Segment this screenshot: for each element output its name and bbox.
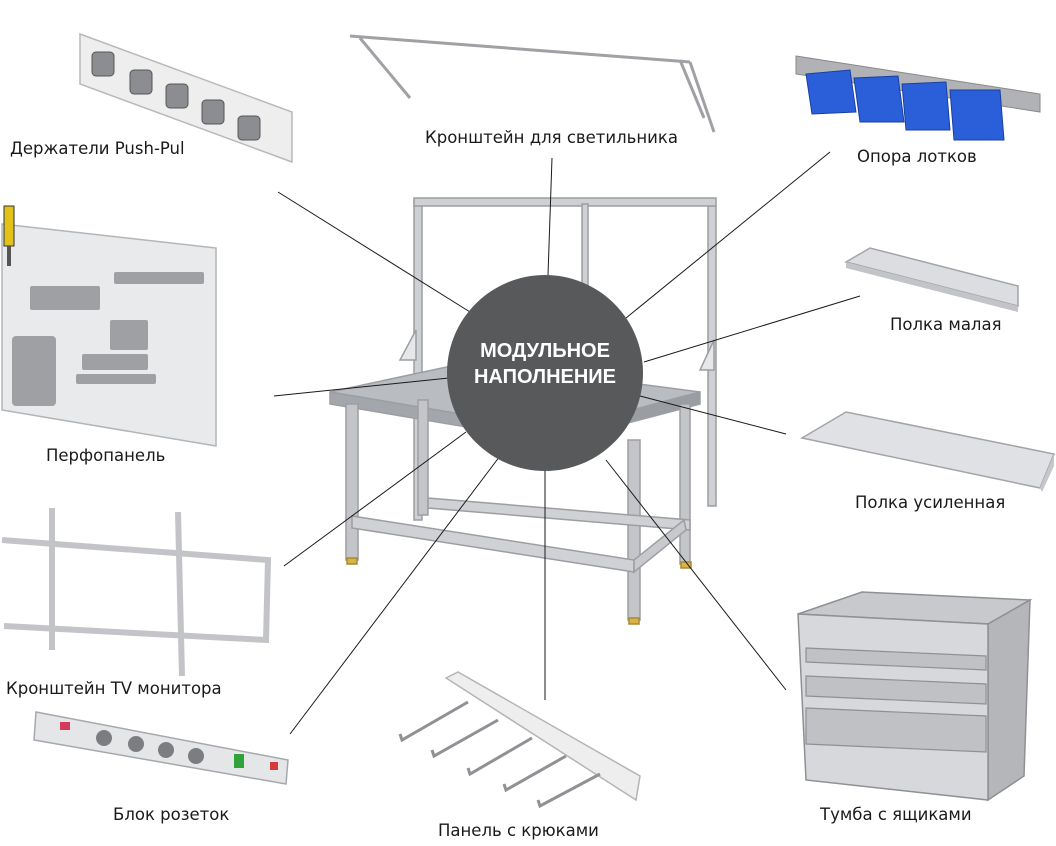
label-lamp-bracket: Кронштейн для светильника	[425, 128, 678, 147]
reinforced-shelf-illustration	[799, 411, 1056, 492]
label-power-strip: Блок розеток	[113, 805, 230, 824]
label-tv-monitor-bracket: Кронштейн TV монитора	[6, 679, 222, 698]
label-hook-panel: Панель с крюками	[438, 821, 599, 840]
label-small-shelf: Полка малая	[890, 315, 1002, 334]
center-circle	[447, 275, 643, 471]
hook-panel-illustration	[398, 671, 641, 809]
drawer-cabinet-illustration	[797, 591, 1033, 802]
perforated-panel-illustration	[1, 205, 217, 447]
label-tray-support: Опора лотков	[857, 147, 977, 166]
label-drawer-cabinet: Тумба с ящиками	[820, 805, 972, 824]
center-title: МОДУЛЬНОЕ НАПОЛНЕНИЕ	[447, 338, 643, 390]
connector-lines	[273, 151, 861, 735]
label-perforated-panel: Перфопанель	[46, 446, 166, 465]
center-title-line2: НАПОЛНЕНИЕ	[473, 366, 617, 388]
tray-support-illustration	[795, 55, 1041, 141]
label-push-pull-holders: Держатели Push-Pul	[10, 139, 185, 158]
small-shelf-illustration	[844, 247, 1019, 312]
tv-monitor-bracket-illustration	[1, 508, 272, 677]
label-reinforced-shelf: Полка усиленная	[855, 493, 1006, 512]
center-title-line1: МОДУЛЬНОЕ	[480, 340, 610, 362]
push-pull-holders-illustration	[79, 32, 293, 164]
power-strip-illustration	[33, 711, 289, 785]
lamp-bracket-illustration	[349, 34, 716, 133]
